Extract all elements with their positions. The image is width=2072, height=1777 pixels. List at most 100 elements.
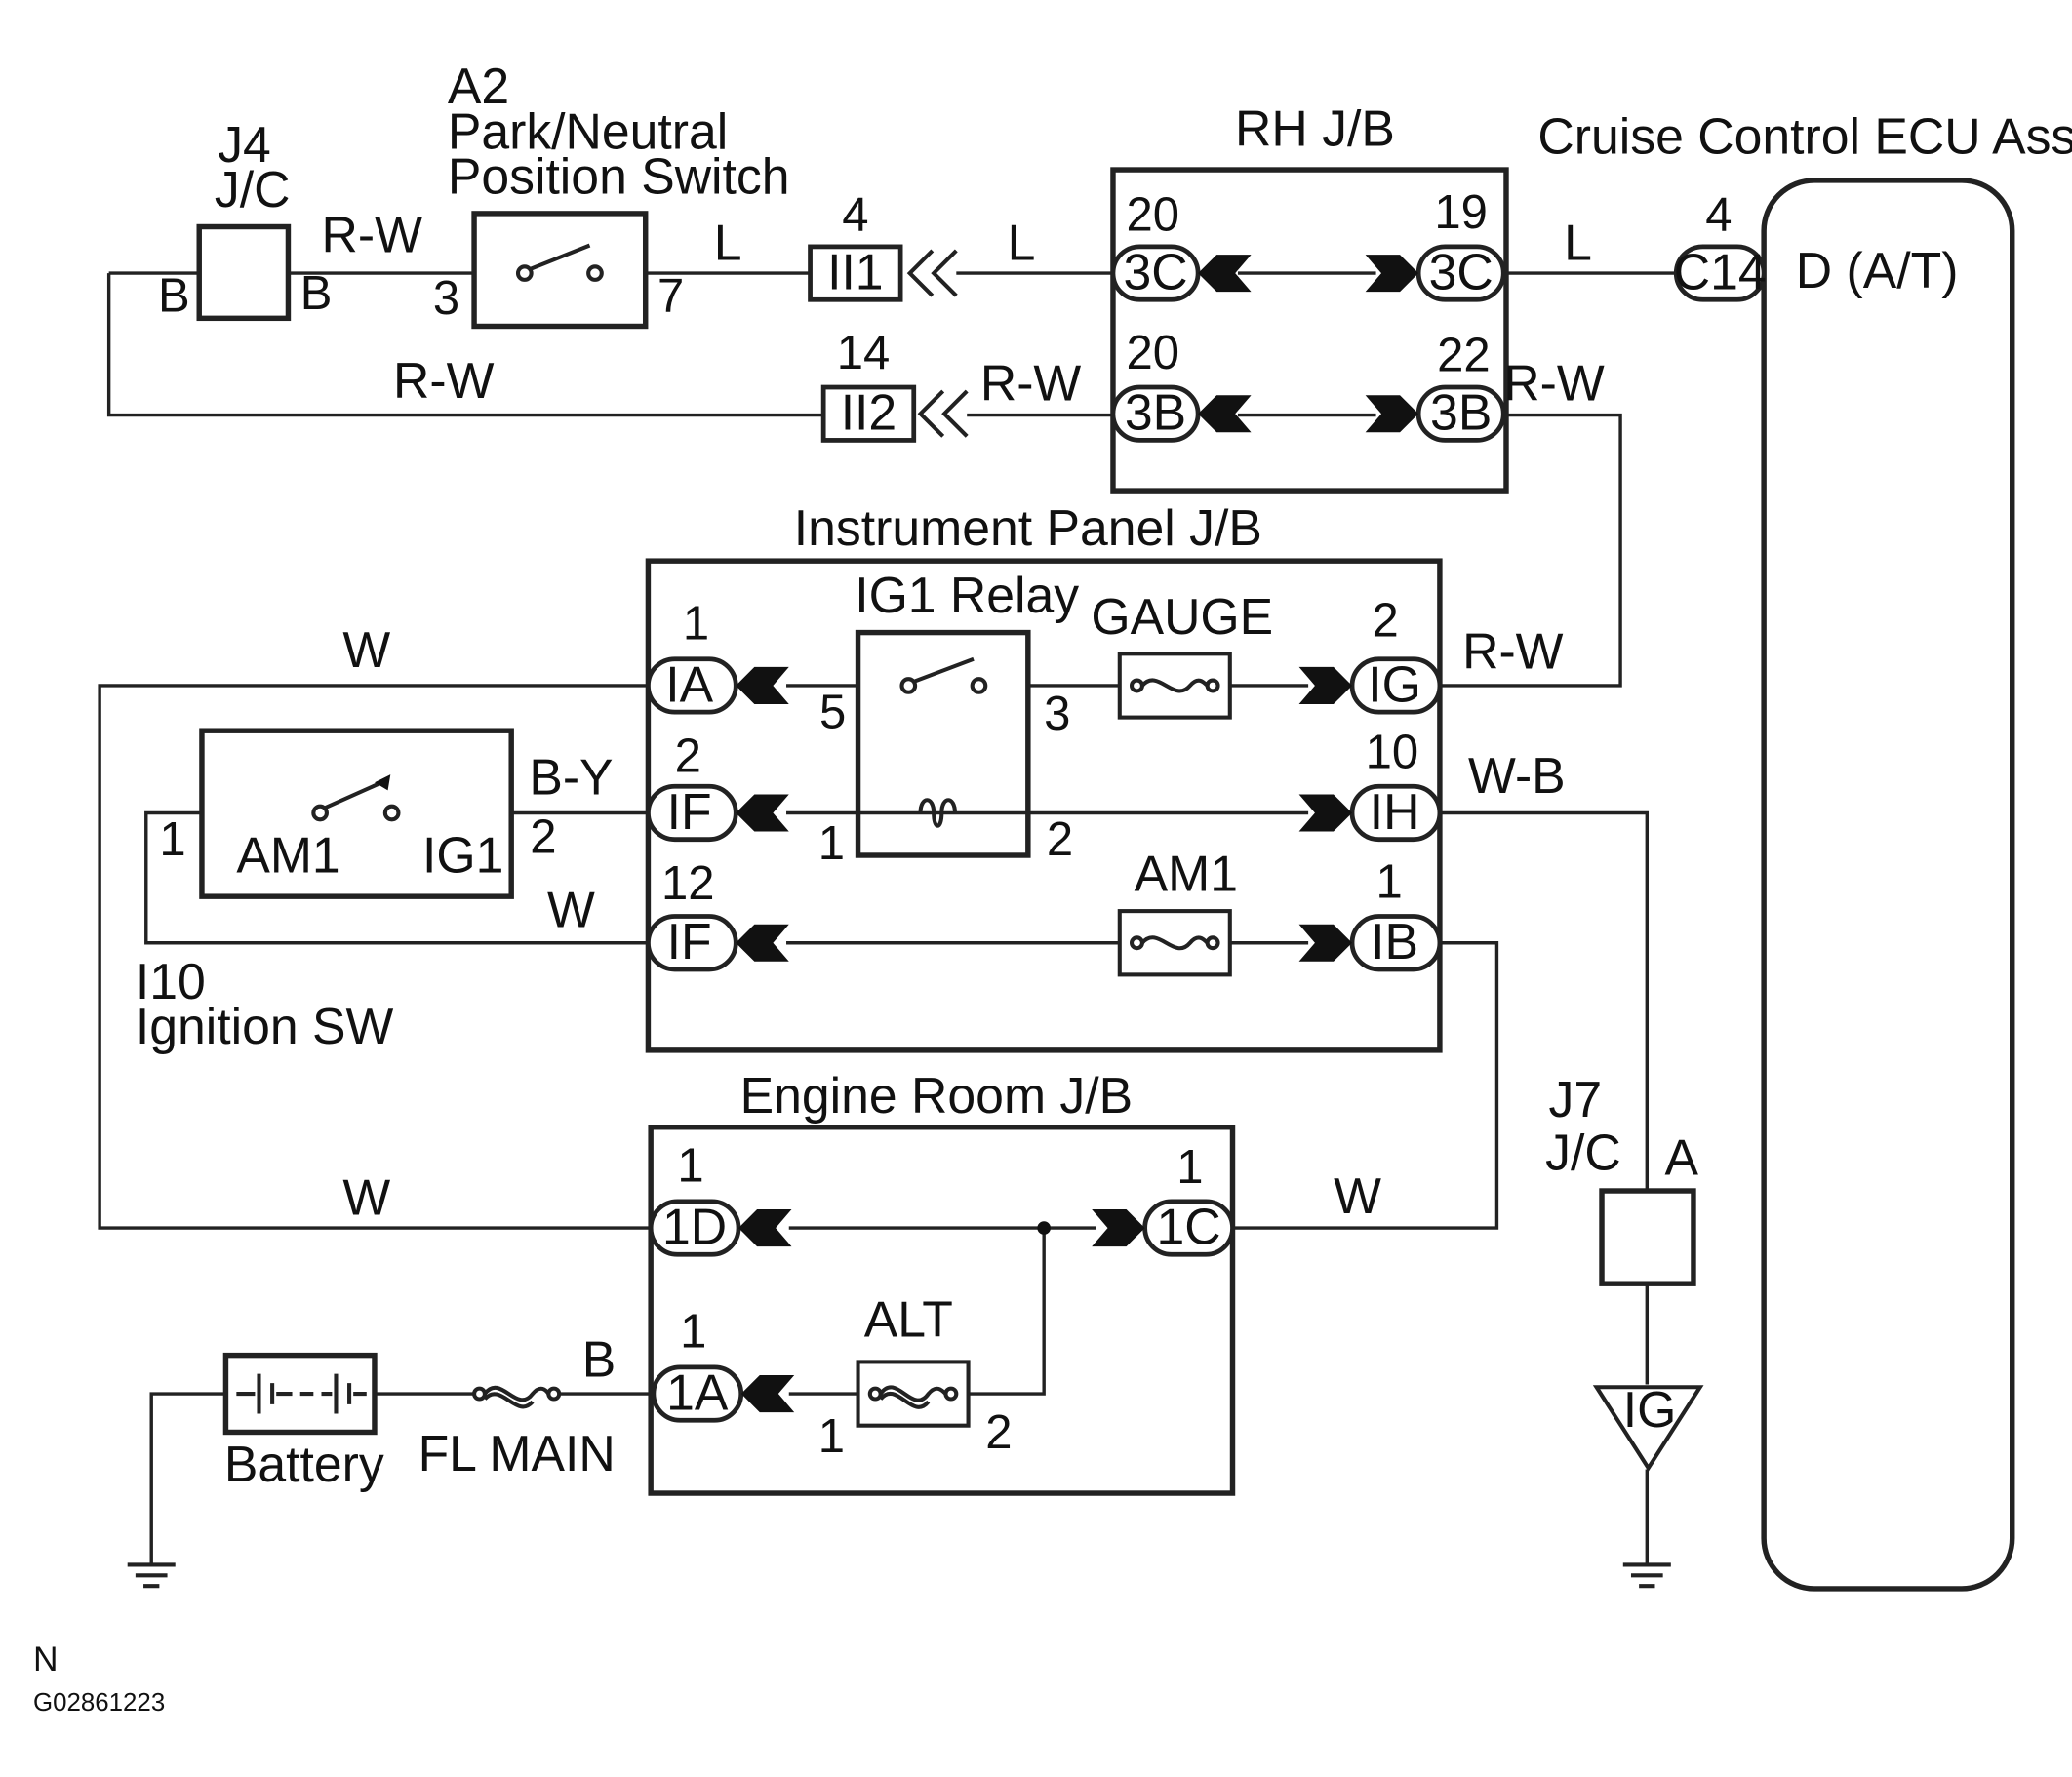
- ignition-sw-label: Ignition SW: [136, 998, 394, 1054]
- symbols: [127, 243, 1704, 1589]
- junction-dot: [1037, 1221, 1051, 1235]
- wire-w-2: W: [547, 881, 595, 937]
- ii1-chevron-icon: [906, 249, 958, 297]
- pin-relay-2: 2: [1047, 813, 1073, 866]
- gauge-fuse-element: [1140, 678, 1210, 693]
- ih-label: IH: [1370, 783, 1420, 840]
- connector-text: II1 II2 3C 3C 3B 3B C14 IA IF IF IG IH I…: [662, 243, 1767, 1420]
- j7-box: [1599, 1188, 1696, 1286]
- relay-contact-left: [899, 677, 918, 694]
- pin-er-1d: 1: [677, 1140, 703, 1193]
- ib-arrow-icon: [1298, 924, 1353, 962]
- ii2-chevron-icon: [917, 389, 969, 438]
- footer-n: N: [33, 1640, 59, 1678]
- ig1-relay-title: IG1 Relay: [855, 567, 1079, 623]
- wire-left-vertical-top: [106, 273, 824, 417]
- pin-er-1a: 1: [680, 1305, 706, 1358]
- pin-rh-3c-left: 20: [1127, 189, 1180, 242]
- pin-ii1-4: 4: [842, 189, 868, 242]
- wire-w-4: W: [1334, 1167, 1381, 1224]
- rh-3b-left-label: 3B: [1125, 384, 1186, 441]
- rh-jb-title: RH J/B: [1235, 100, 1395, 157]
- er-1c-arrow-icon: [1092, 1209, 1145, 1247]
- pin-j4-b-left: B: [158, 270, 190, 323]
- ground-j7-icon: [1622, 1562, 1671, 1589]
- alt-fuse-element-2: [879, 1391, 931, 1409]
- wire-rw-4: R-W: [1503, 355, 1605, 412]
- j7-type: J/C: [1545, 1124, 1621, 1180]
- fl-main-label: FL MAIN: [418, 1425, 616, 1481]
- ig-label: IG: [1368, 655, 1421, 712]
- j7-ref: J7: [1548, 1071, 1602, 1127]
- wire-3b-to-ig: [1439, 413, 1622, 688]
- battery-box: [222, 1352, 378, 1436]
- ii1-label: II1: [827, 243, 884, 299]
- j4-ref: J4: [218, 116, 271, 173]
- ecu-box: [1761, 178, 2015, 1592]
- connector-arrows: [736, 249, 1419, 1413]
- wire-b-fl: B: [582, 1330, 617, 1387]
- fl-main-dot-l: [472, 1386, 488, 1402]
- wire-rw-3: R-W: [980, 355, 1082, 412]
- alt-fuse-icon: [856, 1360, 971, 1428]
- alt-fuse-element: [879, 1385, 947, 1402]
- battery-cells-icon: [236, 1373, 367, 1414]
- alt-fuse-dot-r: [943, 1386, 959, 1402]
- battery-label: Battery: [224, 1436, 384, 1492]
- am1-fuse-element: [1140, 935, 1210, 951]
- wire-wb: W-B: [1468, 747, 1566, 804]
- pin-if-2: 2: [675, 730, 701, 782]
- a2-ref: A2: [448, 58, 509, 114]
- ia-label: IA: [665, 655, 713, 712]
- pin-ih-10: 10: [1366, 726, 1419, 778]
- a2-switch-box: [471, 211, 649, 330]
- wire-junction-drop: [968, 1228, 1046, 1396]
- a2-name-line1: Park/Neutral: [448, 102, 728, 159]
- component-labels: J4 J/C A2 Park/Neutral Position Switch R…: [33, 58, 2072, 1717]
- pin-relay-3: 3: [1044, 688, 1070, 740]
- ig-arrow-icon: [1298, 666, 1353, 705]
- alt-fuse-label: ALT: [864, 1291, 953, 1348]
- pin-ia-1: 1: [683, 597, 709, 650]
- er-jb-title: Engine Room J/B: [740, 1067, 1133, 1124]
- pin-ig-2: 2: [1372, 595, 1398, 648]
- wire-rw-5: R-W: [1462, 622, 1564, 679]
- a2-switch-blade: [529, 243, 591, 271]
- wire-w-ia-left: [98, 684, 652, 1230]
- wire-ih-to-j7: [1439, 810, 1650, 1192]
- pin-er-1c: 1: [1176, 1141, 1203, 1194]
- ib-label: IB: [1371, 913, 1418, 969]
- er-1a-arrow-icon: [740, 1375, 795, 1413]
- ign-contact-right: [382, 804, 401, 822]
- pin-rh-3c-right: 19: [1434, 186, 1488, 239]
- ecu-title: Cruise Control ECU Assy: [1537, 108, 2072, 165]
- pin-ign-2: 2: [530, 810, 556, 863]
- wire-l-1: L: [714, 215, 742, 271]
- ii2-label: II2: [841, 384, 897, 441]
- rh-3b-right-arrow-icon: [1365, 395, 1419, 433]
- footer-code: G02861223: [33, 1689, 165, 1717]
- ig1-relay-box: [855, 629, 1031, 858]
- er-1d-arrow-icon: [738, 1209, 792, 1247]
- gauge-fuse-dot-r: [1205, 678, 1220, 693]
- gauge-fuse-icon: [1117, 652, 1232, 720]
- j4-box: [196, 223, 292, 322]
- wires: [98, 271, 1677, 1565]
- ign-ig1-label: IG1: [422, 827, 503, 884]
- rh-3c-left-arrow-icon: [1198, 255, 1252, 293]
- wire-l-2: L: [1008, 215, 1036, 271]
- if-12-label: IF: [667, 913, 712, 969]
- wire-w-1: W: [342, 621, 390, 678]
- pin-j4-b-right: B: [300, 267, 333, 320]
- a2-switch-contact-right: [586, 264, 604, 282]
- engine-room-jb-box: [648, 1125, 1236, 1496]
- relay-coil-icon: [918, 798, 957, 828]
- wire-w-3: W: [342, 1169, 390, 1226]
- ecu-terminal: D (A/T): [1796, 242, 1959, 298]
- c14-label: C14: [1674, 243, 1767, 299]
- if-12-arrow-icon: [736, 924, 789, 962]
- am1-fuse-icon: [1117, 909, 1232, 977]
- if-2-label: IF: [667, 783, 712, 840]
- j7-pin: A: [1664, 1129, 1698, 1186]
- pin-if-12: 12: [661, 857, 715, 910]
